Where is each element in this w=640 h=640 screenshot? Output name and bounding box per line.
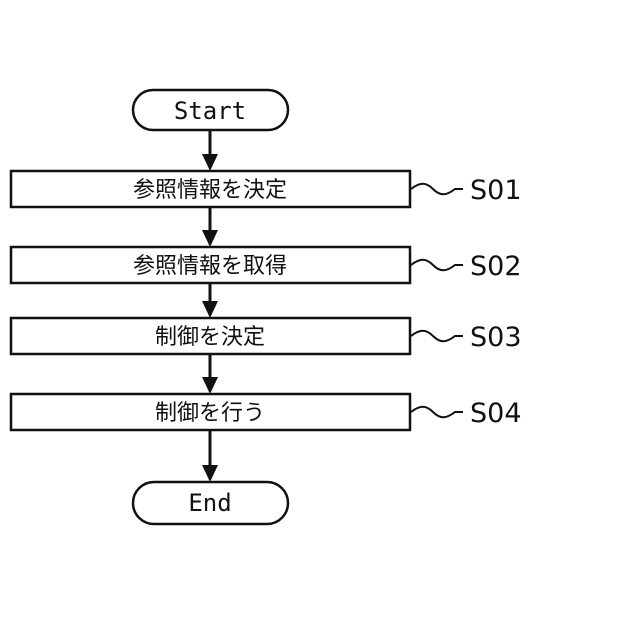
arrow-s02-to-s03 xyxy=(202,283,218,318)
end-label: End xyxy=(188,489,231,517)
leader-line-s01 xyxy=(411,184,463,195)
process-step-s02: 参照情報を取得 S02 xyxy=(11,247,522,283)
process-text-s01: 参照情報を決定 xyxy=(133,178,287,203)
step-id-s02: S02 xyxy=(470,251,522,282)
process-text-s02: 参照情報を取得 xyxy=(133,254,287,279)
start-terminal: Start xyxy=(133,90,288,130)
start-label: Start xyxy=(174,97,246,125)
step-id-s01: S01 xyxy=(470,175,522,206)
leader-line-s04 xyxy=(411,407,463,418)
process-step-s01: 参照情報を決定 S01 xyxy=(11,171,522,207)
leader-line-s03 xyxy=(411,331,463,342)
step-id-s03: S03 xyxy=(470,322,522,353)
end-terminal: End xyxy=(133,482,288,524)
arrow-s03-to-s04 xyxy=(202,354,218,394)
step-id-s04: S04 xyxy=(470,398,522,429)
process-step-s04: 制御を行う S04 xyxy=(11,394,522,430)
process-step-s03: 制御を決定 S03 xyxy=(11,318,522,354)
process-text-s03: 制御を決定 xyxy=(155,325,265,350)
leader-line-s02 xyxy=(411,260,463,271)
arrow-start-to-s01 xyxy=(202,130,218,171)
arrow-s04-to-end xyxy=(202,430,218,482)
arrow-s01-to-s02 xyxy=(202,207,218,247)
process-text-s04: 制御を行う xyxy=(155,401,265,426)
